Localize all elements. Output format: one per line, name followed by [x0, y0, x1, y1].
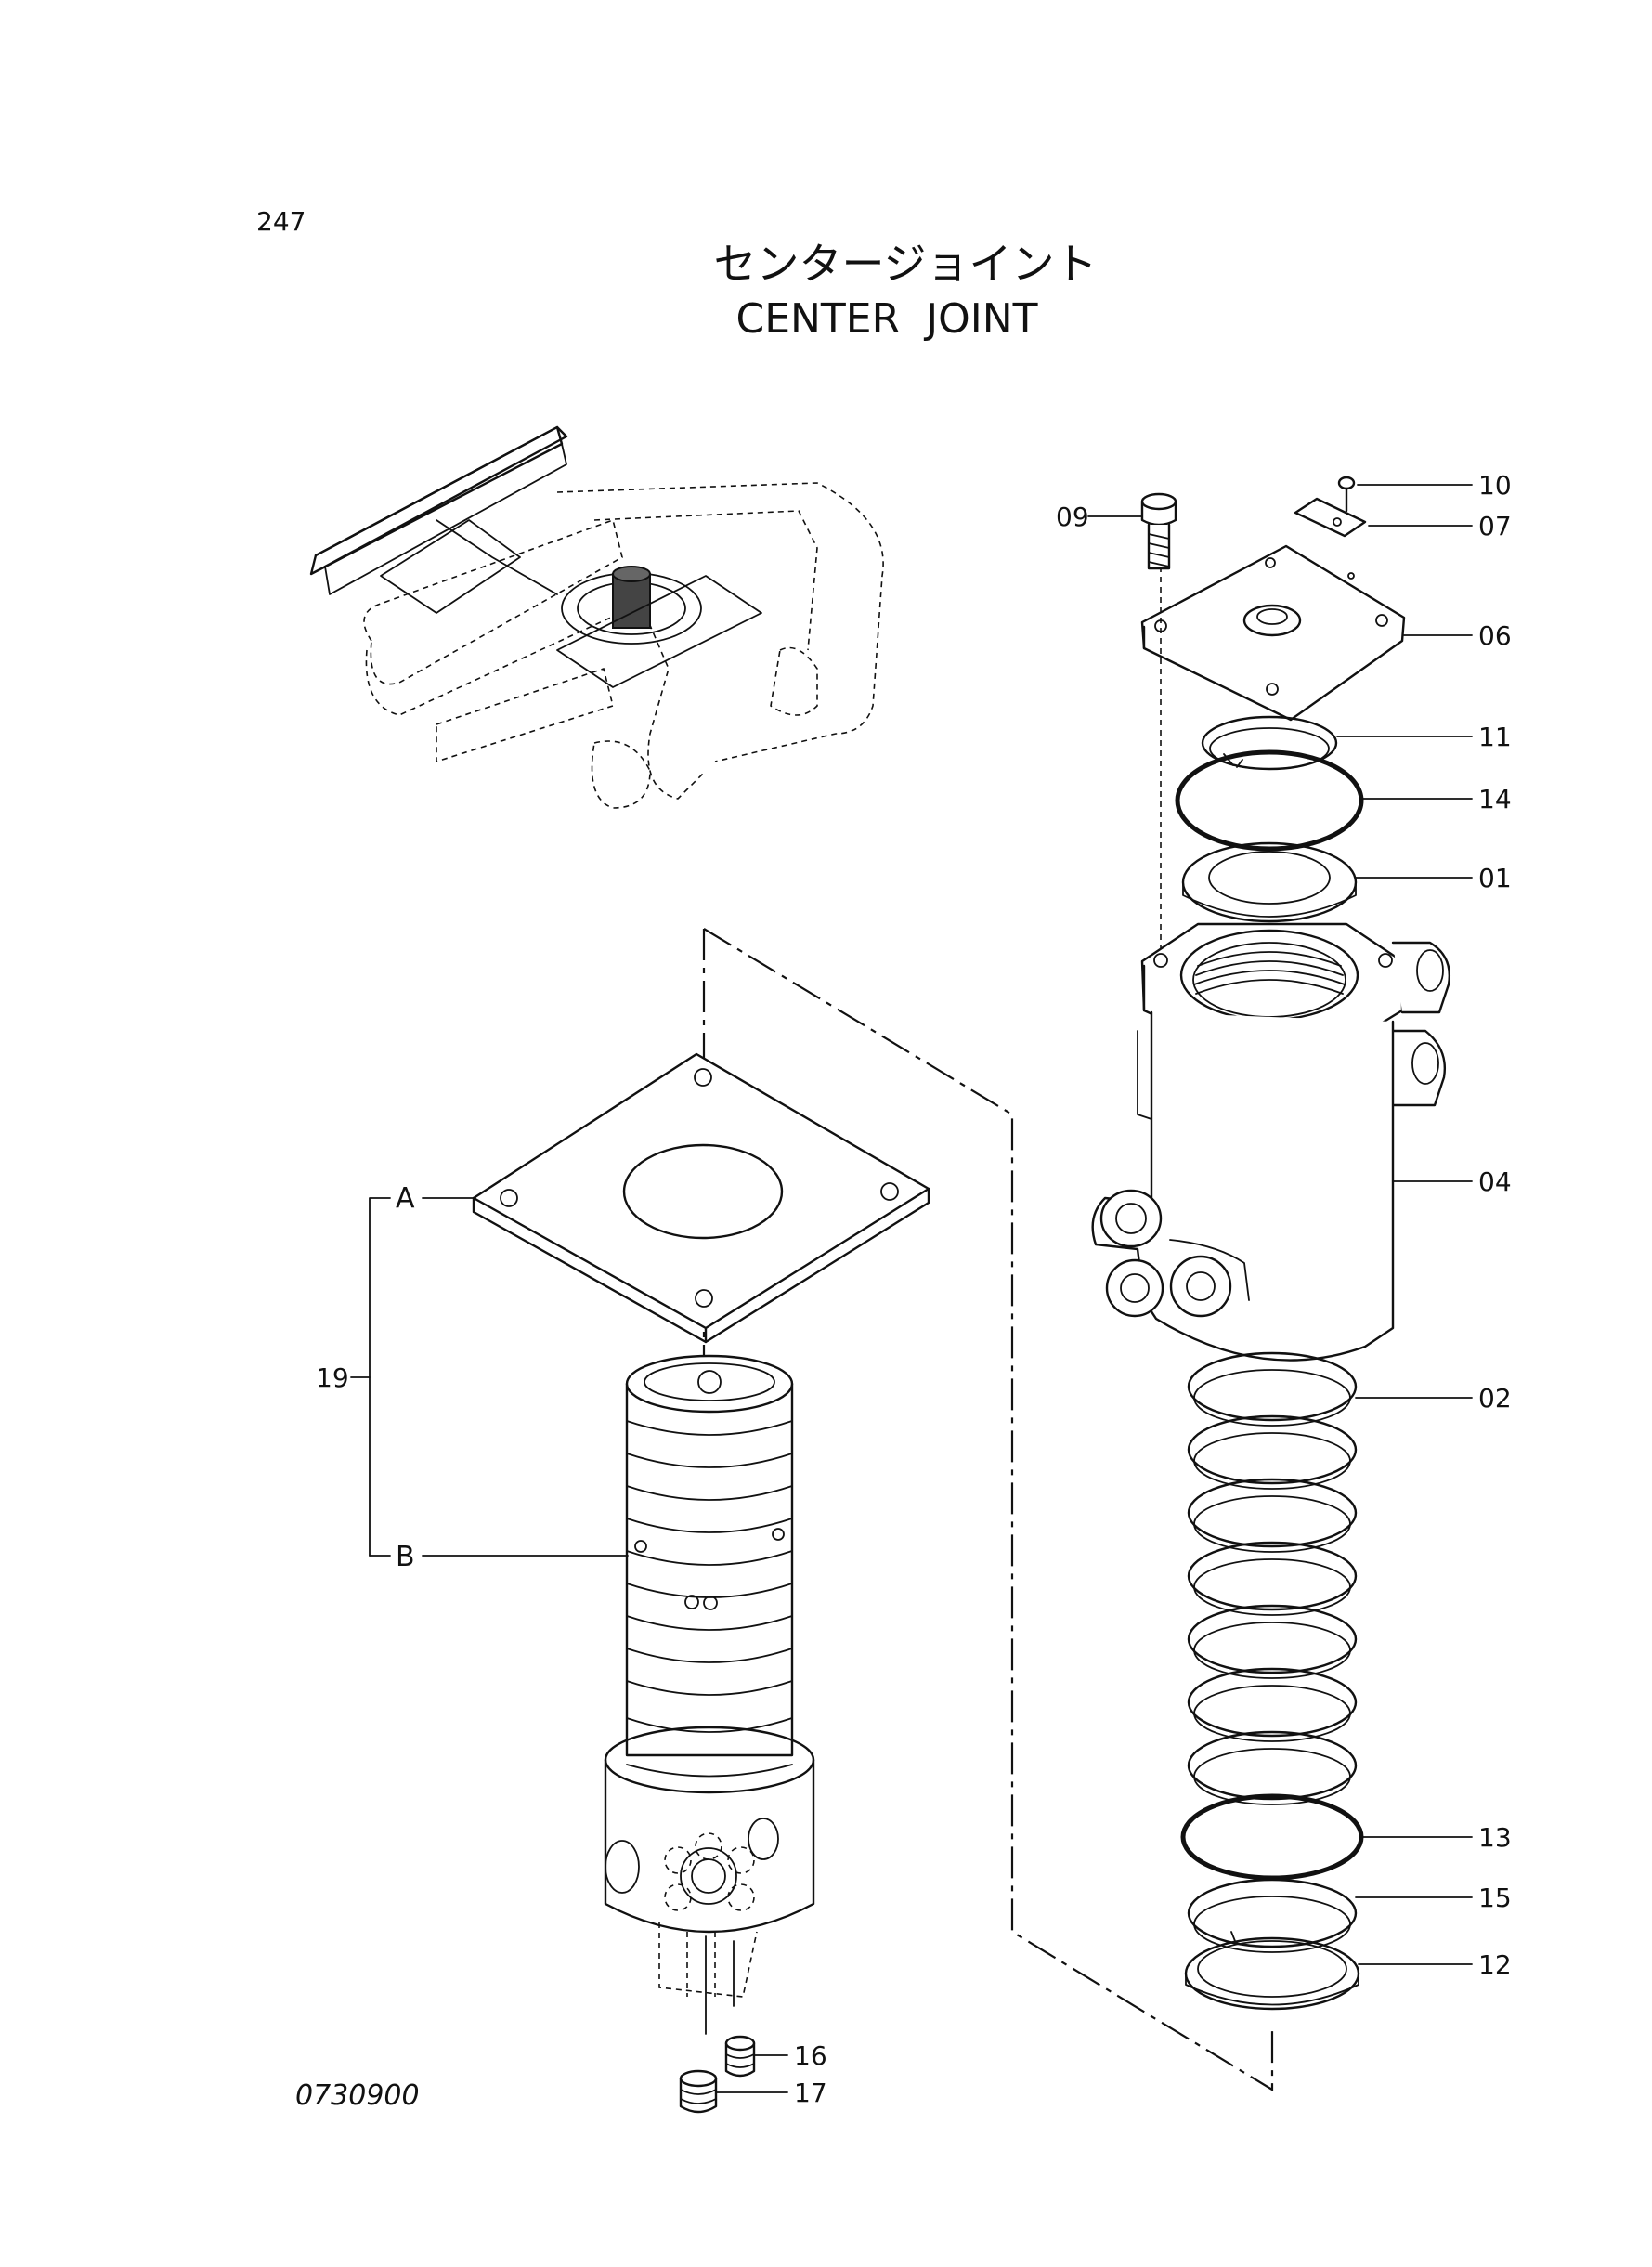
plate-07 — [1294, 497, 1367, 538]
callout-a: A — [396, 1182, 415, 1215]
page-number: 247 — [256, 206, 306, 237]
backup-ring-15 — [1187, 1878, 1358, 1953]
callout-06: 06 — [1478, 620, 1512, 651]
callout-labels: 10 07 06 11 14 01 04 02 13 15 12 09 16 1… — [316, 470, 1512, 2108]
callout-09: 09 — [1056, 502, 1089, 532]
callout-10: 10 — [1478, 470, 1512, 501]
callout-02: 02 — [1478, 1383, 1512, 1414]
seal-stack-02 — [1187, 1351, 1358, 1805]
callout-b: B — [396, 1541, 415, 1573]
callout-19: 19 — [316, 1362, 349, 1393]
callout-01: 01 — [1478, 863, 1512, 893]
cover-06 — [1140, 544, 1406, 722]
part-a-cover-plate — [472, 1052, 930, 1344]
callout-15: 15 — [1478, 1883, 1512, 1913]
callout-04: 04 — [1478, 1166, 1512, 1197]
machine-location-view — [309, 425, 884, 809]
leader-lines — [350, 484, 1473, 2093]
body-04 — [1091, 922, 1450, 1362]
title-japanese: センタージョイント — [713, 239, 1097, 289]
callout-14: 14 — [1478, 784, 1512, 814]
callout-07: 07 — [1478, 511, 1512, 541]
callout-13: 13 — [1478, 1822, 1512, 1853]
bolt-09 — [1140, 492, 1177, 570]
callout-17: 17 — [794, 2078, 827, 2108]
title-english: CENTER JOINT — [735, 295, 1037, 343]
snap-ring-11 — [1201, 715, 1338, 771]
drawing-code: 0730900 — [295, 2079, 420, 2112]
part-b-rotor-spindle — [604, 1354, 815, 2035]
plug-17 — [679, 2069, 718, 2114]
screw-10 — [1337, 476, 1356, 513]
o-ring-13 — [1180, 1793, 1364, 1881]
callout-11: 11 — [1478, 722, 1512, 752]
plug-16 — [724, 2035, 756, 2078]
seat-01 — [1181, 841, 1358, 923]
callout-12: 12 — [1478, 1949, 1512, 1980]
ring-12 — [1184, 1936, 1360, 2011]
callout-16: 16 — [794, 2040, 827, 2071]
o-ring-14 — [1175, 749, 1364, 852]
